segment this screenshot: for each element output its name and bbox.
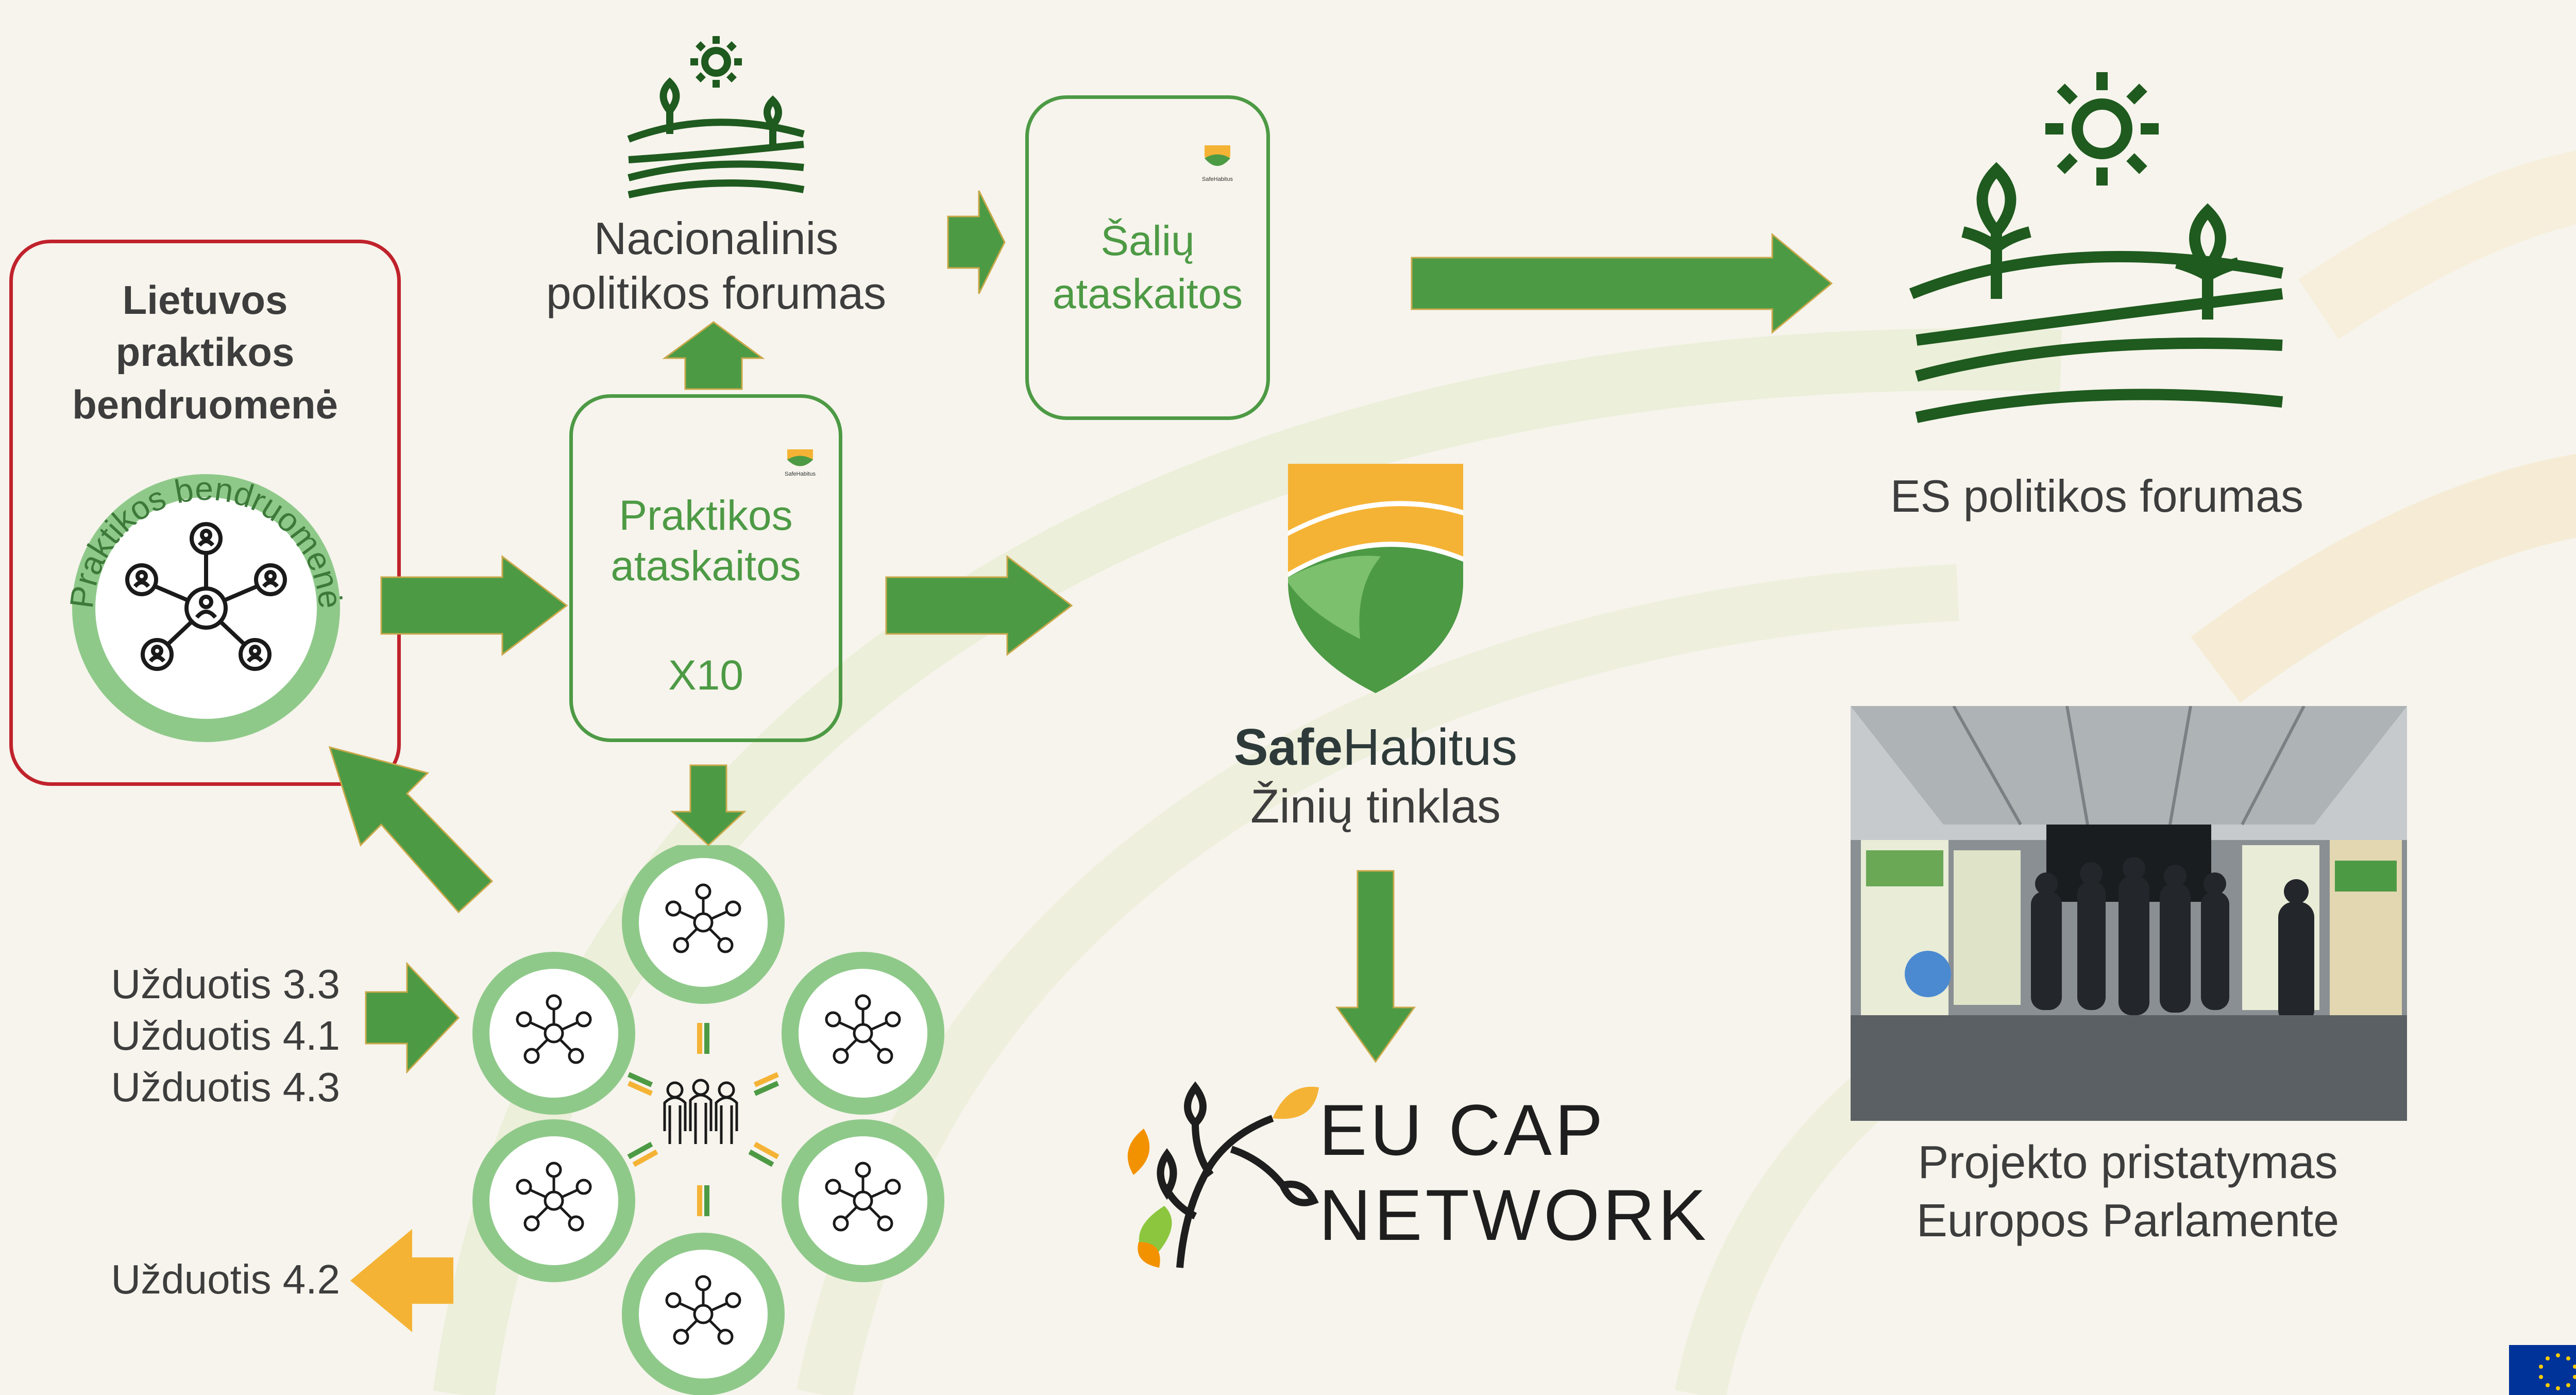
- arrow-practice-to-safehabitus: [885, 554, 1073, 657]
- safehabitus-subtitle: Žinių tinklas: [1250, 780, 1501, 833]
- eu-cap-line-2: NETWORK: [1319, 1174, 1709, 1256]
- practice-reports-box: SafeHabitus Praktikos ataskaitos X10: [569, 394, 842, 742]
- task-3-3-label: Užduotis 3.3: [111, 961, 340, 1007]
- arrow-country-to-eu: [1411, 232, 1833, 334]
- eu-flag-icon: [2509, 1345, 2576, 1395]
- country-reports-label: Šalių ataskaitos: [1029, 215, 1266, 321]
- network-icon: [125, 522, 287, 671]
- community-box: Lietuvos praktikos bendruomenė: [9, 240, 401, 786]
- practice-reports-line-2: ataskaitos: [611, 543, 801, 590]
- national-forum-line-1: Nacionalinis: [594, 213, 839, 264]
- arrow-practice-to-national: [662, 321, 765, 390]
- safehabitus-brand-light: Habitus: [1343, 718, 1518, 776]
- task-4-1-label: Užduotis 4.1: [111, 1013, 340, 1058]
- tasks-list: Užduotis 3.3 Užduotis 4.1 Užduotis 4.3: [77, 959, 340, 1113]
- national-forum-line-2: politikos forumas: [546, 267, 887, 318]
- people-group-icon: [663, 1079, 738, 1144]
- communities-cluster: [453, 845, 969, 1395]
- community-title-line-3: bendruomenė: [72, 381, 338, 427]
- eu-cap-line-1: EU CAP: [1319, 1089, 1606, 1170]
- photo-caption-line-1: Projekto pristatymas: [1918, 1137, 2338, 1188]
- eu-forum-landscape-icon: [1909, 72, 2284, 423]
- arrow-practice-to-cluster: [670, 764, 747, 847]
- eu-forum-label: ES politikos forumas: [1890, 470, 2304, 522]
- community-ring: Praktikos bendruomenė: [63, 470, 349, 742]
- project-presentation-photo: [1851, 706, 2407, 1121]
- arrow-cluster-to-task-4-2: [350, 1229, 453, 1332]
- eu-cap-wordmark: EU CAP NETWORK: [1319, 1087, 1709, 1257]
- photo-caption: Projekto pristatymas Europos Parlamente: [1855, 1134, 2401, 1250]
- practice-reports-label: Praktikos ataskaitos: [573, 491, 839, 592]
- task-4-2-label: Užduotis 4.2: [111, 1256, 340, 1302]
- safehabitus-wordmark: SafeHabitus: [1200, 716, 1551, 778]
- photo-caption-line-2: Europos Parlamente: [1916, 1195, 2340, 1247]
- safehabitus-mini-logo: SafeHabitus: [785, 449, 816, 477]
- eu-cap-logo-icon: [1127, 1081, 1319, 1268]
- task-4-3-label: Užduotis 4.3: [111, 1064, 340, 1110]
- practice-reports-count: X10: [668, 652, 743, 699]
- community-title-line-2: praktikos: [115, 329, 295, 375]
- national-forum-landscape-icon: [627, 36, 805, 198]
- country-reports-box: SafeHabitus Šalių ataskaitos: [1025, 95, 1270, 420]
- practice-reports-line-1: Praktikos: [619, 492, 793, 539]
- national-forum-label: Nacionalinis politikos forumas: [505, 211, 927, 320]
- arrow-tasks-to-cluster: [365, 962, 460, 1074]
- arrow-community-to-practice: [380, 554, 568, 657]
- arrow-national-to-country: [947, 190, 1006, 294]
- country-reports-line-1: Šalių: [1100, 217, 1195, 264]
- community-title-line-1: Lietuvos: [122, 277, 288, 323]
- arrow-cluster-to-community: [328, 746, 494, 914]
- safehabitus-brand-bold: Safe: [1233, 718, 1343, 776]
- safehabitus-mini-logo-2: SafeHabitus: [1202, 145, 1233, 182]
- mini-logo-text-2: SafeHabitus: [1202, 176, 1233, 182]
- community-title: Lietuvos praktikos bendruomenė: [13, 274, 397, 431]
- safehabitus-logo: [1288, 464, 1463, 693]
- mini-logo-text: SafeHabitus: [785, 471, 816, 477]
- arrow-safehabitus-to-eucap: [1335, 870, 1416, 1063]
- country-reports-line-2: ataskaitos: [1052, 270, 1243, 317]
